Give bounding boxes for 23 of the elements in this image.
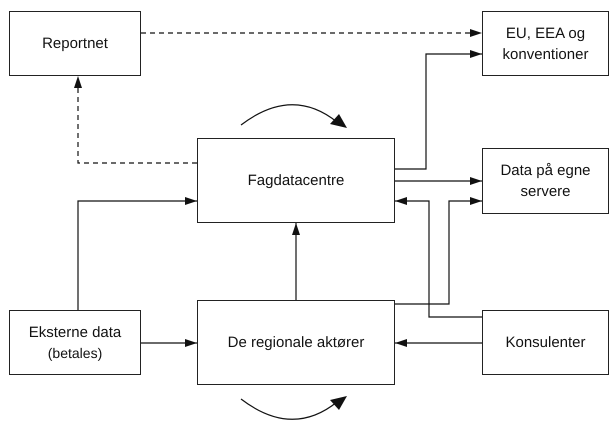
- process-box: [9, 310, 141, 375]
- arrow: [395, 177, 482, 185]
- process-box: [197, 138, 395, 223]
- box-title: De regionale aktører: [228, 333, 364, 353]
- arrow: [395, 50, 482, 170]
- dashed-arrow: [74, 76, 197, 164]
- dashed-arrow: [141, 29, 482, 37]
- box-title: Eksterne data: [28, 323, 122, 343]
- box-title: Reportnet: [42, 34, 108, 54]
- process-box: [9, 11, 141, 76]
- process-box: [197, 300, 395, 385]
- arrow: [141, 339, 197, 347]
- process-box: [482, 11, 609, 76]
- box-title: EU, EEA og konventioner: [502, 24, 590, 64]
- box-note: (betales): [48, 344, 102, 363]
- box-title: Konsulenter: [505, 333, 586, 353]
- arrow: [395, 339, 482, 347]
- process-box: [482, 310, 609, 375]
- box-title: Fagdatacentre: [248, 171, 344, 191]
- process-box: [482, 148, 609, 214]
- box-title: Data på egne servere: [499, 161, 592, 202]
- arrow: [77, 197, 198, 310]
- arrow: [292, 223, 300, 300]
